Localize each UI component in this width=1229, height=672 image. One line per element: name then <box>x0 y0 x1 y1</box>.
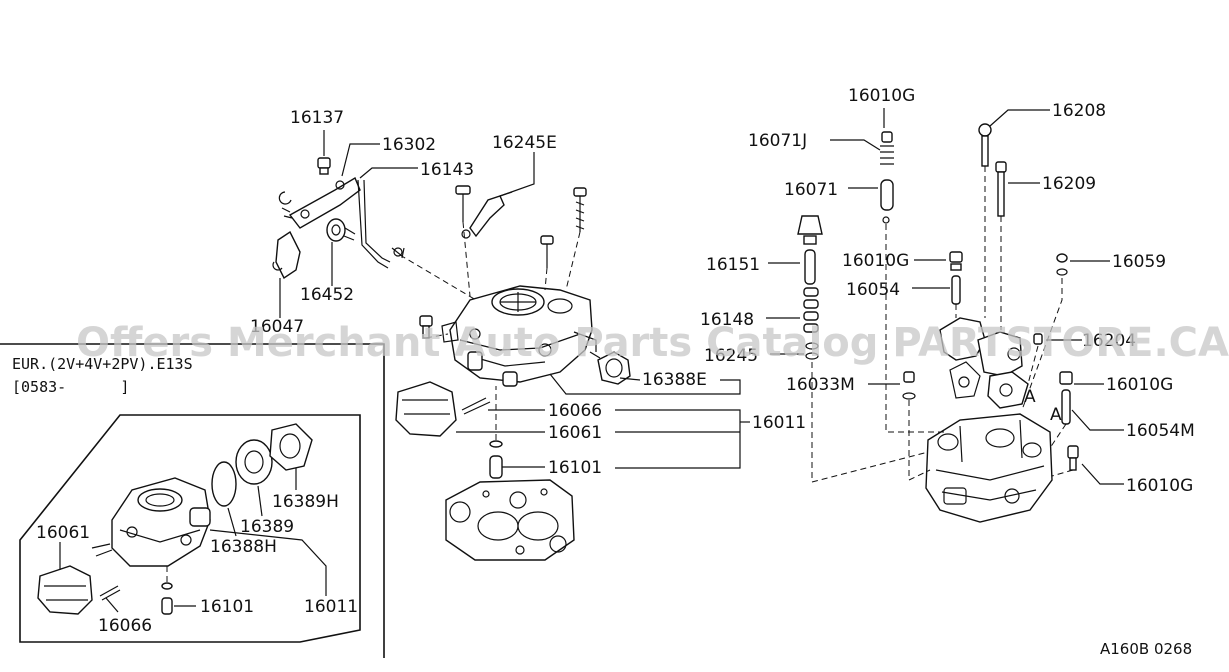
callout-labels: 16137 16302 16143 16245E 16452 16047 163… <box>12 86 1195 658</box>
inset-label-16061: 16061 <box>36 523 90 543</box>
label-16047: 16047 <box>250 317 304 337</box>
inset-label-16388h: 16388H <box>210 537 277 557</box>
jet-and-valve-stack <box>797 123 1079 471</box>
diagram-code: A160B 0268 <box>1100 640 1192 658</box>
inset-spec-text: EUR.(2V+4V+2PV).E13S <box>12 355 193 373</box>
label-16010g-right: 16010G <box>1106 375 1173 395</box>
label-16452: 16452 <box>300 285 354 305</box>
label-16010g-top: 16010G <box>848 86 915 106</box>
inset-label-16066: 16066 <box>98 616 152 636</box>
label-16148: 16148 <box>700 310 754 330</box>
label-16071: 16071 <box>784 180 838 200</box>
label-16388e: 16388E <box>642 370 707 390</box>
inset-label-16011: 16011 <box>304 597 358 617</box>
label-16137: 16137 <box>290 108 344 128</box>
assembly-guide-lines-left <box>399 221 581 440</box>
inset-label-16389: 16389 <box>240 517 294 537</box>
label-16054: 16054 <box>846 280 900 300</box>
leader-lines <box>279 108 1124 485</box>
label-16204: 16204 <box>1082 331 1136 351</box>
inset-date-range: [0583- ] <box>12 378 129 396</box>
label-16245: 16245 <box>704 346 758 366</box>
label-16033m: 16033M <box>786 375 855 395</box>
label-16302: 16302 <box>382 135 436 155</box>
label-16209: 16209 <box>1042 174 1096 194</box>
inset-variant-panel <box>0 343 385 658</box>
label-16010g-bottom: 16010G <box>1126 476 1193 496</box>
inset-label-16101: 16101 <box>200 597 254 617</box>
watermark-text: Offers Merchant Auto Parts Catalog PARTS… <box>76 320 1229 366</box>
label-16011: 16011 <box>752 413 806 433</box>
carburetor-body-right <box>925 413 1053 523</box>
carburetor-body-main <box>395 285 631 561</box>
label-16208: 16208 <box>1052 101 1106 121</box>
label-16061: 16061 <box>548 423 602 443</box>
label-16010g-mid: 16010G <box>842 251 909 271</box>
label-16151: 16151 <box>706 255 760 275</box>
label-16143: 16143 <box>420 160 474 180</box>
label-marker-a2: A <box>1050 405 1062 425</box>
label-16066: 16066 <box>548 401 602 421</box>
label-16071j: 16071J <box>748 131 807 151</box>
label-16054m: 16054M <box>1126 421 1195 441</box>
label-marker-a1: A <box>1024 387 1036 407</box>
inset-label-16389h: 16389H <box>272 492 339 512</box>
label-16059: 16059 <box>1112 252 1166 272</box>
linkage-assembly <box>272 157 587 339</box>
carburetor-top-housing-right <box>939 317 1029 409</box>
label-16101: 16101 <box>548 458 602 478</box>
assembly-guide-lines-right <box>811 166 1074 483</box>
label-16245e: 16245E <box>492 133 557 153</box>
